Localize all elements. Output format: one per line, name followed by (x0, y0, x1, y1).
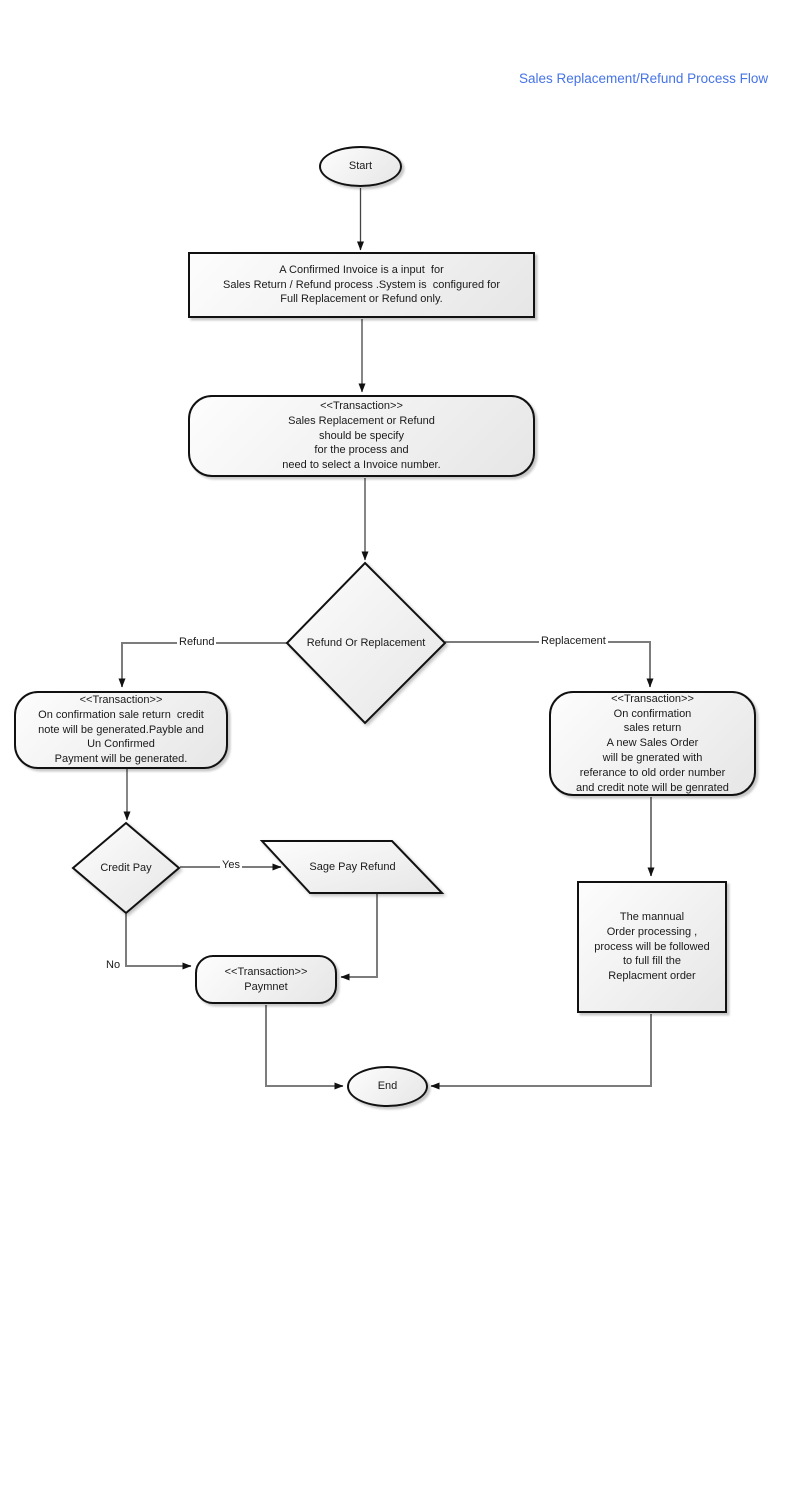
end-node: End (347, 1066, 428, 1107)
decision-credit-pay-shape (71, 821, 181, 915)
start-node: Start (319, 146, 402, 187)
process-confirmed-invoice: A Confirmed Invoice is a input for Sales… (188, 252, 535, 318)
decision-credit-pay-label: Credit Pay (100, 861, 152, 874)
diagram-title: Sales Replacement/Refund Process Flow (519, 71, 769, 86)
transaction-payment-node: <<Transaction>> Paymnet (195, 955, 337, 1004)
io-sage-pay-refund-label: Sage Pay Refund (309, 860, 396, 873)
connector-replacement-branch (445, 641, 654, 688)
connector-payment-to-end (265, 1005, 344, 1090)
transaction-replacement-node: <<Transaction>> On confirmation sales re… (549, 691, 756, 796)
connector-sagepay-to-payment (340, 894, 378, 981)
connector-no-branch (125, 914, 192, 970)
decision-refund-or-replacement-label: Refund Or Replacement (306, 636, 426, 649)
edge-label-replacement: Replacement (539, 635, 608, 647)
io-sage-pay-refund-shape (259, 840, 445, 894)
edge-label-refund: Refund (177, 636, 217, 648)
transaction-specify-node: <<Transaction>> Sales Replacement or Ref… (188, 395, 535, 477)
connector-manual-to-end (430, 1014, 652, 1090)
process-manual-order: The mannual Order processing , process w… (577, 881, 727, 1013)
transaction-refund-node: <<Transaction>> On confirmation sale ret… (14, 691, 228, 769)
decision-refund-or-replacement-shape (285, 561, 447, 725)
edge-label-no: No (104, 959, 123, 971)
connector-refund-branch (118, 642, 287, 688)
edge-label-yes: Yes (220, 859, 242, 871)
